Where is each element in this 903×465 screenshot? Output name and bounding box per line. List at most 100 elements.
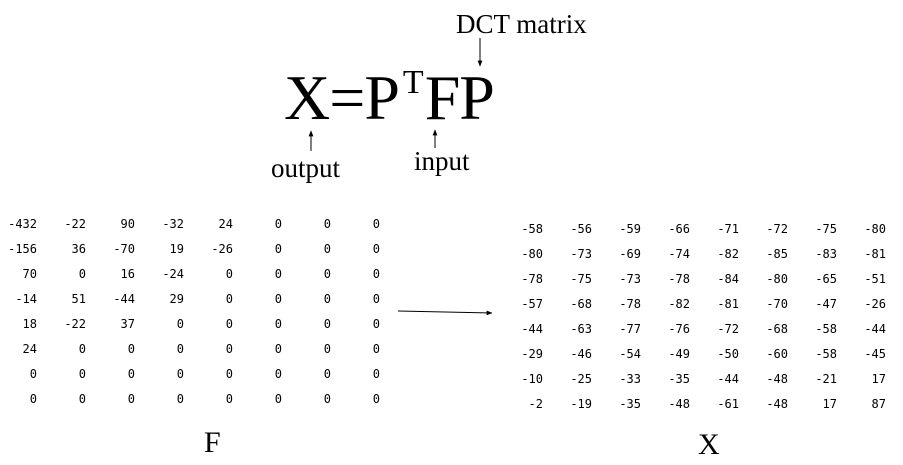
equation-p-right: P <box>459 62 495 133</box>
matrix-cell: -44 <box>864 321 886 336</box>
matrix-cell: -68 <box>570 296 592 311</box>
matrix-cell: -44 <box>113 291 135 306</box>
table-row: -78-75-73-78-84-80-65-51 <box>494 266 886 291</box>
matrix-cell: -82 <box>668 296 690 311</box>
matrix-cell: -32 <box>162 216 184 231</box>
matrix-cell: -26 <box>864 296 886 311</box>
matrix-cell: -80 <box>864 221 886 236</box>
matrix-cell: 0 <box>274 266 282 281</box>
matrix-cell: 18 <box>22 316 37 331</box>
matrix-cell: 17 <box>822 397 837 412</box>
matrix-cell: -35 <box>668 372 690 387</box>
matrix-cell: 0 <box>323 216 331 231</box>
matrix-cell: 0 <box>78 342 86 357</box>
matrix-cell: 0 <box>176 367 184 382</box>
matrix-cell: 0 <box>274 241 282 256</box>
matrix-cell: 0 <box>323 241 331 256</box>
matrix-cell: 0 <box>127 367 135 382</box>
matrix-cell: -44 <box>521 321 543 336</box>
matrix-cell: -21 <box>815 372 837 387</box>
matrix-cell: 36 <box>71 241 86 256</box>
matrix-cell: 0 <box>323 342 331 357</box>
matrix-cell: -73 <box>570 246 592 261</box>
matrix-cell: -75 <box>815 221 837 236</box>
matrix-cell: -63 <box>570 321 592 336</box>
matrix-cell: 0 <box>323 316 331 331</box>
input-label: input <box>414 146 470 176</box>
matrix-cell: -51 <box>864 271 886 286</box>
matrix-cell: 0 <box>127 392 135 407</box>
matrix-cell: 0 <box>323 367 331 382</box>
matrix-cell: 0 <box>127 342 135 357</box>
output-label: output <box>271 153 341 183</box>
matrix-cell: -49 <box>668 347 690 362</box>
matrix-cell: -46 <box>570 347 592 362</box>
matrix-cell: -74 <box>668 246 690 261</box>
matrix-cell: 0 <box>176 392 184 407</box>
matrix-cell: -44 <box>717 372 739 387</box>
matrix-cell: -77 <box>619 321 641 336</box>
matrix-cell: -78 <box>619 296 641 311</box>
matrix-cell: 0 <box>225 392 233 407</box>
table-row: -58-56-59-66-71-72-75-80 <box>494 216 886 241</box>
matrix-cell: -72 <box>766 221 788 236</box>
matrix-cell: -61 <box>717 397 739 412</box>
matrix-x: -58-56-59-66-71-72-75-80 -80-73-69-74-82… <box>494 216 886 417</box>
matrix-cell: 0 <box>225 342 233 357</box>
matrix-cell: -25 <box>570 372 592 387</box>
matrix-cell: -58 <box>815 321 837 336</box>
matrix-cell: -22 <box>64 216 86 231</box>
matrix-cell: -45 <box>864 347 886 362</box>
table-row: 18 -22 37 0 0 0 0 0 <box>0 311 380 336</box>
matrix-cell: -19 <box>570 397 592 412</box>
matrix-cell: 0 <box>176 316 184 331</box>
matrix-x-label: X <box>698 428 720 461</box>
matrix-cell: -14 <box>15 291 37 306</box>
matrix-cell: -68 <box>766 321 788 336</box>
matrix-cell: -65 <box>815 271 837 286</box>
matrix-cell: -22 <box>64 316 86 331</box>
matrix-cell: 90 <box>120 216 135 231</box>
matrix-cell: 17 <box>871 372 886 387</box>
matrix-cell: -70 <box>113 241 135 256</box>
matrix-cell: -156 <box>8 241 37 256</box>
matrix-cell: -50 <box>717 347 739 362</box>
matrix-cell: -432 <box>8 216 37 231</box>
matrix-cell: 0 <box>274 291 282 306</box>
matrix-cell: -47 <box>815 296 837 311</box>
matrix-cell: -78 <box>668 271 690 286</box>
matrix-cell: 0 <box>274 316 282 331</box>
matrix-cell: 19 <box>169 241 184 256</box>
matrix-cell: 87 <box>871 397 886 412</box>
matrix-cell: 0 <box>323 266 331 281</box>
equation-equals: = <box>329 62 365 133</box>
matrix-cell: 70 <box>22 266 37 281</box>
matrix-cell: 0 <box>225 316 233 331</box>
matrix-cell: 0 <box>176 342 184 357</box>
matrix-cell: 0 <box>323 291 331 306</box>
matrix-cell: 0 <box>372 241 380 256</box>
matrix-cell: 0 <box>372 316 380 331</box>
matrix-cell: -84 <box>717 271 739 286</box>
matrix-cell: 37 <box>120 316 135 331</box>
matrix-cell: -73 <box>619 271 641 286</box>
matrix-cell: -58 <box>521 221 543 236</box>
equation-input-f: F <box>424 62 461 133</box>
matrix-cell: 24 <box>22 342 37 357</box>
transform-arrow <box>397 310 493 316</box>
matrix-cell: 0 <box>78 266 86 281</box>
matrix-cell: 0 <box>372 392 380 407</box>
matrix-cell: 0 <box>274 392 282 407</box>
matrix-cell: 0 <box>372 216 380 231</box>
matrix-cell: -60 <box>766 347 788 362</box>
table-row: -57-68-78-82-81-70-47-26 <box>494 291 886 316</box>
matrix-cell: -82 <box>717 246 739 261</box>
matrix-cell: -81 <box>717 296 739 311</box>
